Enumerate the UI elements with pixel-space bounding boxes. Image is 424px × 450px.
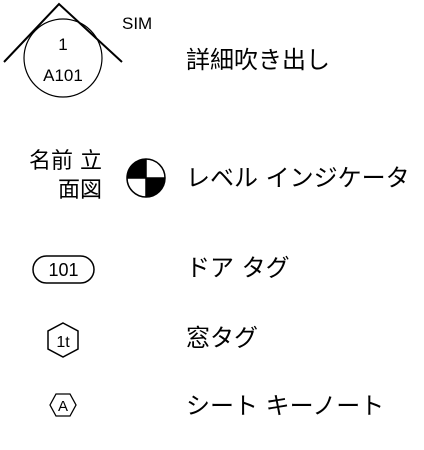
- level-indicator-name-line2: 面図: [57, 178, 102, 203]
- door-tag-symbol: 101: [32, 255, 95, 284]
- sheet-keynote-shape: [49, 393, 77, 417]
- door-tag-label: ドア タグ: [186, 254, 290, 282]
- level-indicator-quadrant-tl: [127, 159, 146, 178]
- door-tag-value: 101: [48, 260, 78, 280]
- detail-callout-number: 1: [58, 35, 67, 54]
- level-indicator-name-line1: 名前 立: [29, 149, 102, 174]
- window-tag-symbol: 1t: [47, 322, 79, 358]
- window-tag-value: 1t: [56, 334, 70, 351]
- detail-callout-sim: SIM: [122, 14, 152, 33]
- detail-callout-sheet: A101: [43, 66, 83, 85]
- sheet-keynote-label: シート キーノート: [186, 392, 385, 420]
- level-indicator-quadrant-br: [146, 178, 165, 197]
- level-indicator-symbol: [126, 158, 166, 198]
- window-tag-shape: [47, 322, 79, 358]
- window-tag-label: 窓タグ: [186, 324, 258, 352]
- detail-callout-circle: [23, 18, 103, 98]
- detail-callout-roof: [3, 2, 123, 63]
- detail-callout-symbol: 1 A101 SIM: [3, 2, 152, 98]
- detail-callout-label: 詳細吹き出し: [186, 46, 330, 74]
- sheet-keynote-symbol: A: [49, 393, 77, 417]
- level-indicator-label: レベル インジケータ: [186, 164, 410, 192]
- door-tag-shape: [32, 255, 95, 284]
- sheet-keynote-value: A: [58, 398, 68, 415]
